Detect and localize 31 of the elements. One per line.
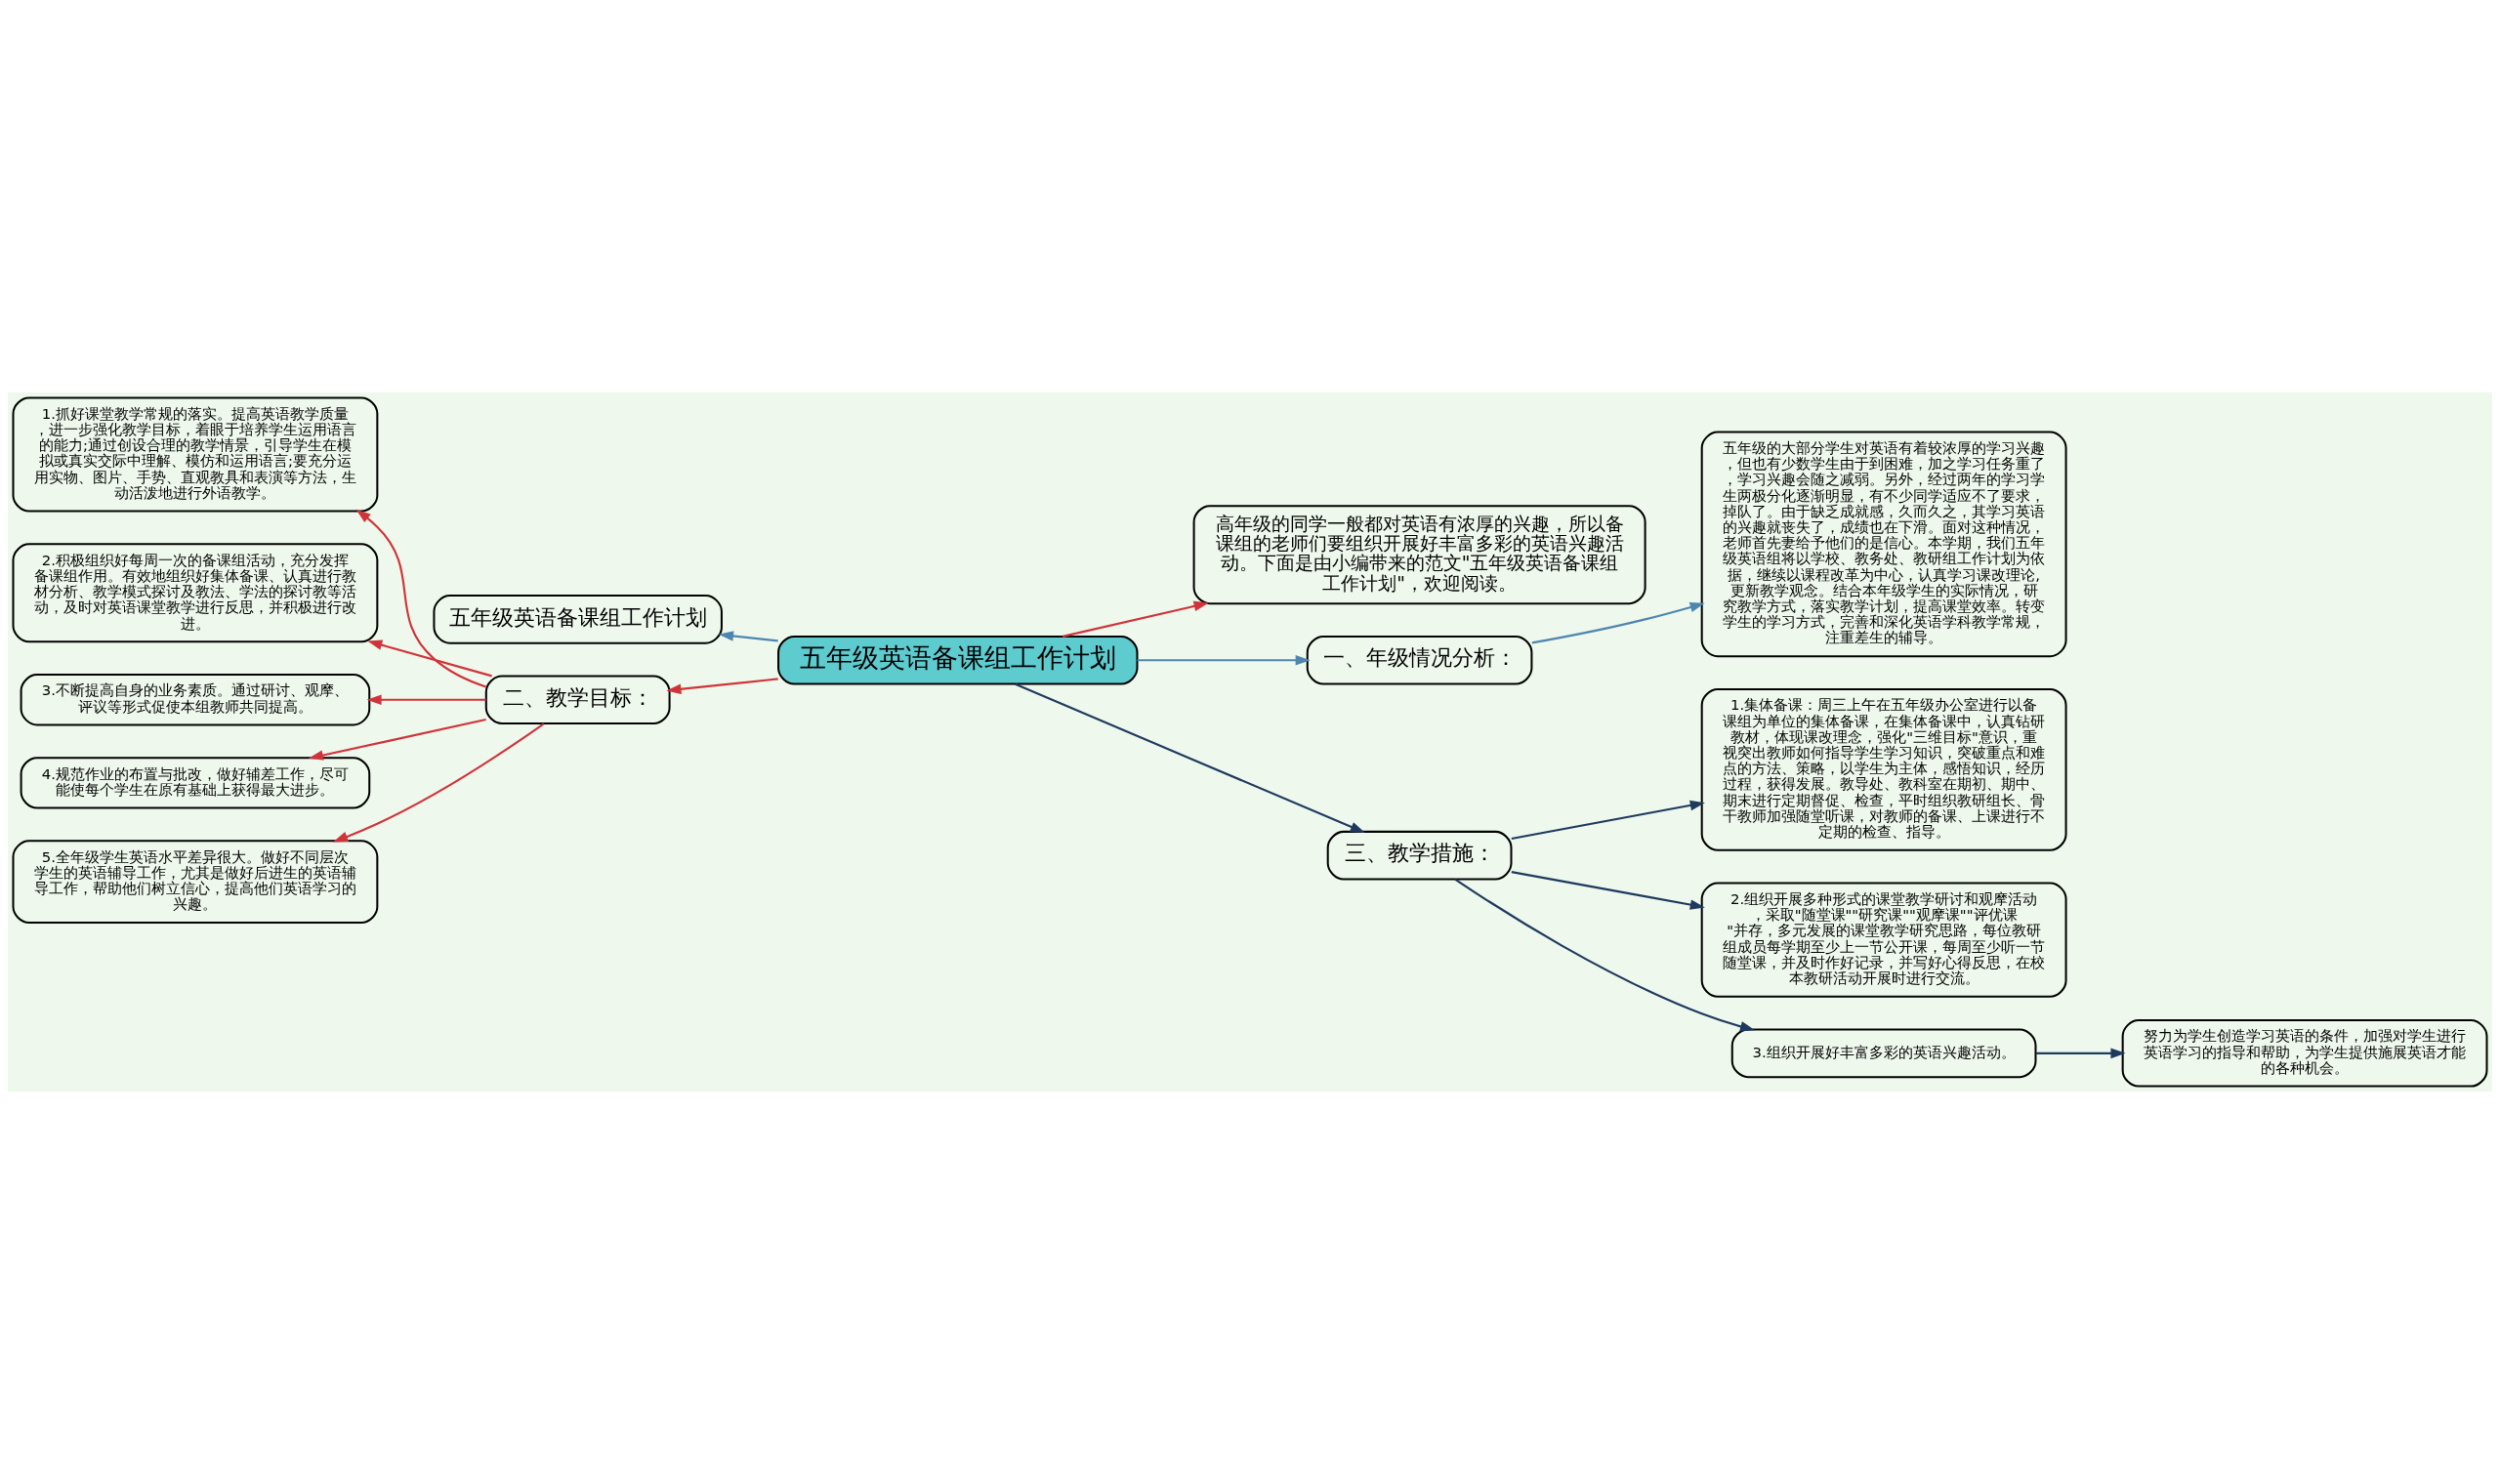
arrow — [1531, 601, 1705, 644]
node-box: 高年级的同学一般都对英语有浓厚的兴趣，所以备课组的老师们要组织开展好丰富多彩的英语兴趣活动。下面是由小编带来的范文"五年级英语备课组工作计划"，欢迎阅读。 — [1192, 505, 1646, 605]
arrow — [1511, 800, 1705, 840]
arrow — [333, 722, 545, 843]
node-box: 努力为学生创造学习英语的条件，加强对学生进行英语学习的指导和帮助，为学生提供施展英语才能的各种机会。 — [2121, 1019, 2488, 1088]
node-box: 一、年级情况分析： — [1306, 635, 1533, 685]
node-box: 1.集体备课：周三上午在五年级办公室进行以备课组为单位的集体备课，在集体备课中，认真钻研教材，体现课改理念，强化"三维目标"意识，重视突出教师如何指导学生学习知识，突破重点和难点的方法、策略，以学生为主体，感悟知识，经历过程，获得发展。教导处、教科室在期初、期中、期末进行定期督促、检查，平时组织教研组长、骨干教师加强随堂听课，对教师的备课、上课进行不定期的检查、指导。 — [1700, 687, 2067, 851]
arrow — [666, 678, 778, 695]
arrow — [308, 719, 486, 761]
node-box: 五年级的大部分学生对英语有着较浓厚的学习兴趣，但也有少数学生由于到困难，加之学习任务重了，学习兴趣会随之减弱。另外，经过两年的学习学生两极分化逐渐明显，有不少同学适应不了要求，掉队了。由于缺乏成就感，久而久之，其学习英语的兴趣就丧失了，成绩也在下滑。面对这种情况，老师首先妻给予他们的是信心。本学期，我们五年级英语组将以学校、教务处、教研组工作计划为依据，继续以课程改革为中心，认真学习课改理论, 更新教学观念。结合本年级学生的实际情况，研究教学方式，落实教学计划，提高课堂效率。转变学生的学习方式，完善和深化英语学科教学常规，注重差生的辅导。 — [1700, 431, 2067, 658]
arrow — [1015, 682, 1365, 834]
node-box: 2.积极组织好每周一次的备课组活动，充分发挥备课组作用。有效地组织好集体备课、认真进行教材分析、教学模式探讨及教法、学法的探讨教等活动，及时对英语课堂教学进行反思，并积极进行改进。 — [12, 543, 379, 643]
node-box: 五年级英语备课组工作计划 — [433, 595, 723, 644]
arrow — [718, 631, 778, 642]
arrow — [367, 639, 492, 678]
node-box: 五年级英语备课组工作计划 — [777, 635, 1139, 685]
node-box: 3.组织开展好丰富多彩的英语兴趣活动。 — [1730, 1028, 2037, 1079]
node-box: 1.抓好课堂教学常规的落实。提高英语教学质量，进一步强化教学目标，着眼于培养学生运用语言的能力;通过创设合理的教学情景，引导学生在模拟或真实交际中理解、模仿和运用语言;要充分运用实物、图片、手势、直观教具和表演等方法，生动活泼地进行外语教学。 — [12, 396, 379, 513]
arrow — [2036, 1048, 2126, 1059]
node-box: 2.组织开展多种形式的课堂教学研讨和观摩活动，采取"随堂课""研究课""观摩课""评优课"并存，多元发展的课堂教学研究思路，每位教研组成员每学期至少上一节公开课，每周至少听一节随堂课，并及时作好记录，并写好心得反思，在校本教研活动开展时进行交流。 — [1700, 882, 2067, 998]
arrow — [1454, 878, 1756, 1032]
node-box: 5.全年级学生英语水平差异很大。做好不同层次学生的英语辅导工作，尤其是做好后进生的英语辅导工作，帮助他们树立信心，提高他们英语学习的兴趣。 — [12, 840, 379, 925]
arrow — [1511, 871, 1705, 910]
arrow — [1137, 654, 1311, 666]
arrow — [366, 694, 486, 706]
node-box: 二、教学目标： — [484, 675, 671, 725]
node-box: 4.规范作业的布置与批改，做好辅差工作，尽可能使每个学生在原有基础上获得最大进步。 — [20, 757, 371, 809]
arrow — [1062, 600, 1209, 638]
arrow — [355, 509, 486, 688]
node-box: 3.不断提高自身的业务素质。通过研讨、观摩、评议等形式促使本组教师共同提高。 — [20, 674, 371, 726]
node-box: 三、教学措施： — [1326, 830, 1513, 881]
